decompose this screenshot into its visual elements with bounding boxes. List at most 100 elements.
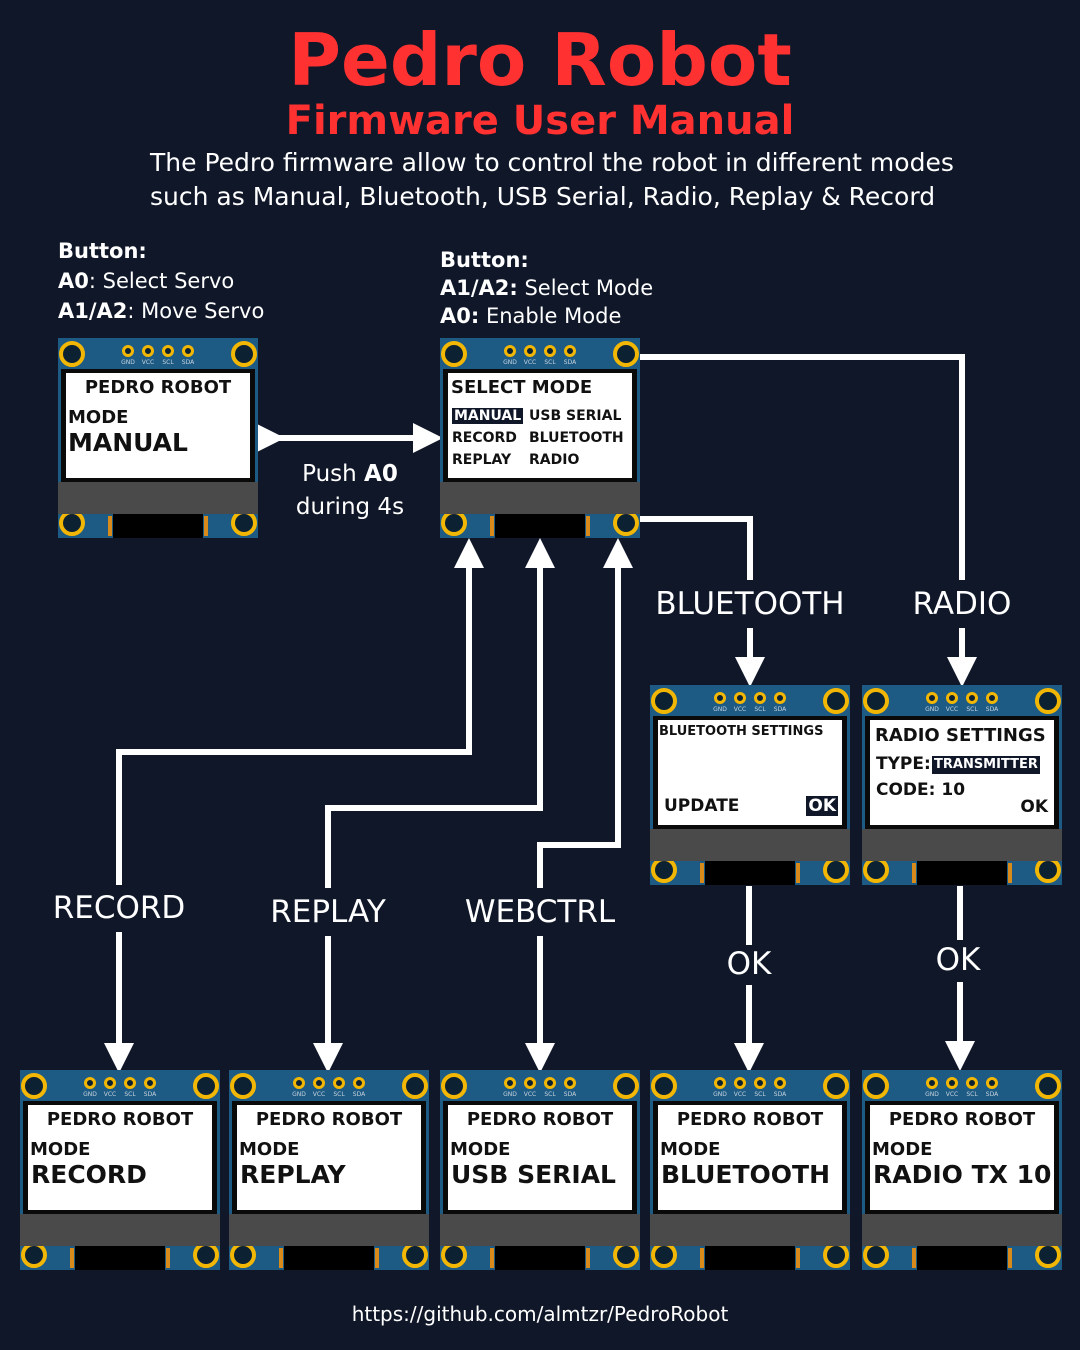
label-ok-bluetooth: OK (726, 946, 772, 982)
screen-title: PEDRO ROBOT (888, 1109, 1036, 1130)
page-subtitle: Firmware User Manual (285, 98, 795, 144)
pin-gnd-icon (714, 1077, 726, 1089)
screen: PEDRO ROBOT MODE BLUETOOTH (658, 1105, 842, 1210)
pin-gnd-icon (926, 1077, 938, 1089)
select-button-help: Button: A1/A2: Select Mode A0: Enable Mo… (440, 246, 653, 330)
screen-mode-value: RADIO TX 10 (873, 1160, 1052, 1189)
label-webctrl: WEBCTRL (464, 894, 616, 930)
pin-label-vcc: VCC (103, 1091, 117, 1098)
screen-mode-value: BLUETOOTH (661, 1160, 831, 1189)
pin-scl-icon (162, 345, 174, 357)
push-duration: during 4s (295, 494, 405, 520)
pin-gnd-icon (293, 1077, 305, 1089)
ok-button-selected: OK (806, 796, 838, 816)
pin-sda-icon (564, 345, 576, 357)
key-a0: A0: (440, 304, 480, 328)
pin-label-sda: SDA (773, 1091, 787, 1098)
mount-hole-icon (231, 341, 257, 367)
option-manual-selected: MANUAL (452, 408, 524, 424)
screen: PEDRO ROBOT MODE REPLAY (237, 1105, 421, 1210)
mount-hole-icon (1035, 688, 1061, 714)
pin-label-scl: SCL (162, 359, 174, 366)
board-strip (862, 829, 1062, 861)
screen: PEDRO ROBOT MODE RADIO TX 10 (870, 1105, 1054, 1210)
pin-label-vcc: VCC (945, 706, 959, 713)
pin-label-scl: SCL (754, 706, 766, 713)
line-record (116, 538, 484, 885)
push-a0-note: Push A0 during 4s (290, 458, 410, 524)
key-a0: A0 (58, 269, 89, 293)
board-strip (650, 1214, 850, 1246)
pin-label-sda: SDA (181, 359, 195, 366)
screen-mode-label: MODE (68, 407, 129, 428)
screen-mode-label: MODE (239, 1139, 300, 1160)
pin-gnd-icon (84, 1077, 96, 1089)
pin-vcc-icon (142, 345, 154, 357)
screen-mode-value: MANUAL (68, 428, 188, 457)
screen-title: RADIO SETTINGS (875, 725, 1046, 746)
board-strip (862, 1214, 1062, 1246)
key-a0-text: : Select Servo (88, 269, 235, 293)
pin-gnd-icon (504, 1077, 516, 1089)
ribbon-connector (705, 1244, 795, 1270)
board-strip (440, 1214, 640, 1246)
pin-scl-icon (333, 1077, 345, 1089)
pin-sda-icon (774, 692, 786, 704)
description-line-1: The Pedro firmware allow to control the … (150, 148, 954, 177)
pin-label-gnd: GND (925, 1091, 939, 1098)
pin-label-vcc: VCC (312, 1091, 326, 1098)
pin-vcc-icon (946, 1077, 958, 1089)
mount-hole-icon (441, 1073, 467, 1099)
mount-hole-icon (613, 1242, 639, 1268)
mount-hole-icon (441, 341, 467, 367)
pin-label-sda: SDA (985, 706, 999, 713)
ribbon-connector (917, 859, 1007, 885)
screen-mode-label: MODE (450, 1139, 511, 1160)
mount-hole-icon (59, 510, 85, 536)
connector-tab (1008, 1248, 1012, 1268)
screen-mode-value: REPLAY (240, 1160, 346, 1189)
pin-gnd-icon (714, 692, 726, 704)
push-text: Push (302, 461, 365, 487)
pin-vcc-icon (946, 692, 958, 704)
option-bluetooth: BLUETOOTH (529, 430, 624, 446)
pin-label-scl: SCL (544, 1091, 556, 1098)
ribbon-connector (495, 512, 585, 538)
pin-label-sda: SDA (985, 1091, 999, 1098)
pin-sda-icon (564, 1077, 576, 1089)
connector-tab (912, 1248, 916, 1268)
pin-label-vcc: VCC (945, 1091, 959, 1098)
pin-label-sda: SDA (143, 1091, 157, 1098)
ok-button: OK (1020, 797, 1048, 817)
key-a1a2-text: : Move Servo (127, 299, 265, 323)
pin-label-vcc: VCC (141, 359, 155, 366)
footer-url[interactable]: https://github.com/almtzr/PedroRobot (351, 1302, 729, 1326)
type-label: TYPE: (876, 754, 931, 774)
mount-hole-icon (193, 1073, 219, 1099)
update-label: UPDATE (664, 796, 740, 816)
ribbon-connector (113, 512, 203, 538)
pin-scl-icon (544, 345, 556, 357)
connector-tab (166, 1248, 170, 1268)
ribbon-connector (917, 1244, 1007, 1270)
screen-mode-value: USB SERIAL (451, 1160, 616, 1189)
connector-tab (586, 516, 590, 536)
connector-tab (279, 1248, 283, 1268)
button-heading: Button: (58, 239, 147, 263)
pin-label-gnd: GND (503, 359, 517, 366)
pin-label-sda: SDA (563, 359, 577, 366)
connector-tab (204, 516, 208, 536)
code-value: CODE: 10 (876, 780, 966, 800)
option-usb-serial: USB SERIAL (529, 408, 622, 424)
mount-hole-icon (823, 1242, 849, 1268)
mount-hole-icon (1035, 1073, 1061, 1099)
board-strip (440, 482, 640, 514)
connector-tab (912, 863, 916, 883)
board-strip (58, 482, 258, 514)
